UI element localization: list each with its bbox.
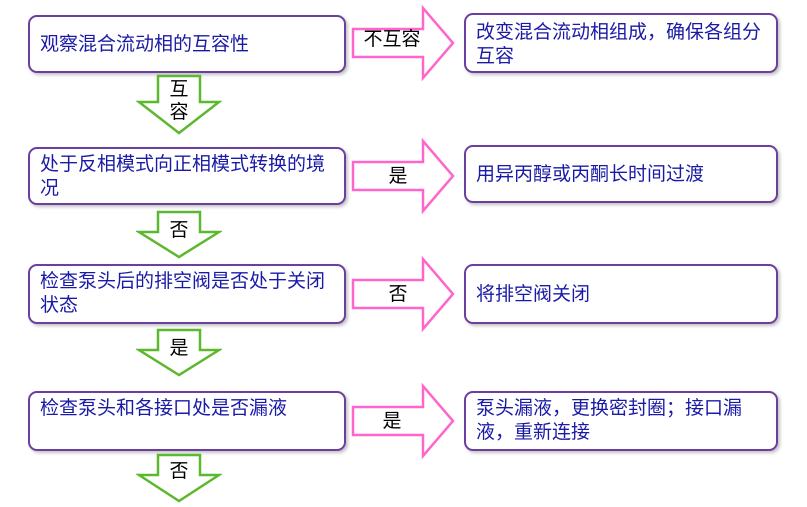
action-text-4: 泵头漏液，更换密封圈；接口漏液，重新连接 xyxy=(476,397,743,443)
right-arrow-2 xyxy=(351,138,455,214)
down-arrow-4 xyxy=(136,453,222,503)
continue-label-2: 否 xyxy=(169,219,189,241)
check-text-1: 观察混合流动相的互容性 xyxy=(40,33,250,55)
action-text-1: 改变混合流动相组成，确保各组分互容 xyxy=(476,21,762,67)
check-box-3: 检查泵头后的排空阀是否处于关闭状态 xyxy=(28,264,346,324)
action-box-3: 将排空阀关闭 xyxy=(464,264,778,324)
continue-label-4: 否 xyxy=(169,460,189,482)
action-text-2: 用异丙醇或丙酮长时间过渡 xyxy=(476,163,705,185)
branch-label-1: 不互容 xyxy=(363,28,421,50)
check-box-4: 检查泵头和各接口处是否漏液 xyxy=(28,391,346,451)
right-arrow-4 xyxy=(351,383,455,459)
right-arrow-3 xyxy=(351,256,455,332)
branch-label-4: 是 xyxy=(382,410,402,432)
down-arrow-2 xyxy=(136,210,222,259)
check-box-2: 处于反相模式向正相模式转换的境况 xyxy=(28,147,346,205)
continue-label-1: 互容 xyxy=(169,78,189,123)
check-box-1: 观察混合流动相的互容性 xyxy=(28,15,346,73)
action-box-4: 泵头漏液，更换密封圈；接口漏液，重新连接 xyxy=(464,391,778,451)
continue-label-3: 是 xyxy=(169,337,189,359)
branch-label-3: 否 xyxy=(388,283,408,305)
action-text-3: 将排空阀关闭 xyxy=(476,283,591,305)
action-box-2: 用异丙醇或丙酮长时间过渡 xyxy=(464,145,778,203)
right-arrow-1 xyxy=(351,5,455,81)
down-arrow-1 xyxy=(136,74,222,135)
check-text-3: 检查泵头后的排空阀是否处于关闭状态 xyxy=(40,270,326,316)
down-arrow-3 xyxy=(136,328,222,377)
check-text-4: 检查泵头和各接口处是否漏液 xyxy=(40,397,288,419)
check-text-2: 处于反相模式向正相模式转换的境况 xyxy=(40,153,326,199)
action-box-1: 改变混合流动相组成，确保各组分互容 xyxy=(464,13,778,73)
branch-label-2: 是 xyxy=(388,165,408,187)
